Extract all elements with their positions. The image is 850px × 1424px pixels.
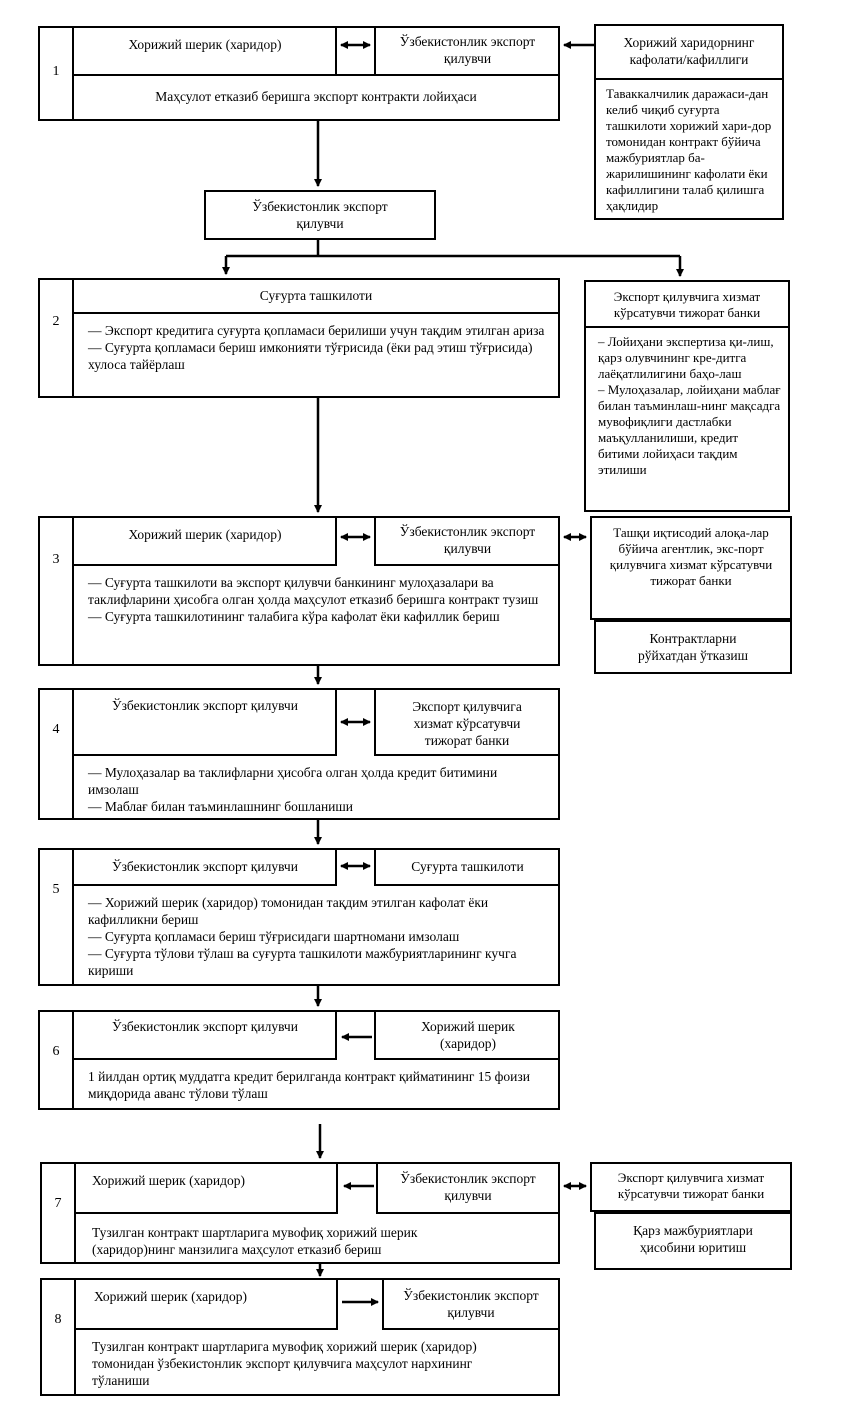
step-1-left-party: Хорижий шерик (харидор)	[128, 37, 282, 52]
step-6-body: 1 йилдан ортиқ муддатга кредит берилганд…	[88, 1069, 530, 1101]
step-5-right-party: Суғурта ташкилоти	[411, 859, 524, 874]
step-2-number-cell	[38, 278, 74, 398]
step-8-left-party: Хорижий шерик (харидор)	[94, 1289, 247, 1304]
step-2-title-cell	[72, 278, 560, 314]
step-1-number: 1	[52, 64, 60, 79]
step-1-body-cell	[72, 74, 560, 121]
bank7-title: Экспорт қилувчига хизмат кўрсатувчи тижо…	[617, 1170, 765, 1201]
step-5-right-cell	[374, 848, 560, 886]
bank2-body: – Лойиҳани экспертиза қи-лиш, қарз олувч…	[598, 334, 781, 477]
agency3-body: Контрактларни рўйхатдан ўтказиш	[637, 631, 749, 663]
step-1-right-cell	[374, 26, 560, 76]
agency3-title-box	[590, 516, 792, 620]
step-5-number-cell	[38, 848, 74, 986]
step-7-number-cell	[40, 1162, 76, 1264]
step-2-title: Суғурта ташкилоти	[259, 288, 373, 303]
step-6-right-party: Хорижий шерик (харидор)	[421, 1019, 515, 1051]
step-4-number: 4	[52, 722, 60, 737]
step-7-body: Тузилган контракт шартларига мувофиқ хор…	[92, 1225, 418, 1257]
step-8-right-party: Ўзбекистонлик экспорт қилувчи	[403, 1288, 539, 1320]
bank2-title: Экспорт қилувчига хизмат кўрсатувчи тижо…	[613, 289, 761, 320]
step-5-left-party: Ўзбекистонлик экспорт қилувчи	[112, 859, 298, 874]
step-4-right-party: Экспорт қилувчига хизмат кўрсатувчи тижо…	[412, 699, 522, 748]
step-3-right-party: Ўзбекистонлик экспорт қилувчи	[399, 524, 536, 556]
step-4-right-cell	[374, 688, 560, 756]
step-1-body: Маҳсулот етказиб беришга экспорт контрак…	[155, 89, 477, 104]
step-6-number: 6	[52, 1044, 60, 1059]
agency3-body-box	[594, 620, 792, 674]
bank7-title-box	[590, 1162, 792, 1212]
step-7-right-party: Ўзбекистонлик экспорт қилувчи	[400, 1171, 536, 1203]
step-1-number-cell	[38, 26, 74, 121]
bank7-body-box	[594, 1212, 792, 1270]
step-6-left-party: Ўзбекистонлик экспорт қилувчи	[112, 1019, 298, 1034]
step-3-number-cell	[38, 516, 74, 666]
step-5-left-cell	[72, 848, 337, 886]
agency3-title: Ташқи иқтисодий алоқа-лар бўйича агентли…	[609, 525, 773, 588]
step-6-right-cell	[374, 1010, 560, 1060]
guarantee-title: Хорижий харидорнинг кафолати/кафиллиги	[623, 35, 755, 67]
step-3-left-cell	[72, 516, 337, 566]
step-8-left-cell	[74, 1278, 338, 1330]
step-3-right-cell	[374, 516, 560, 566]
step-8-body: Тузилган контракт шартларига мувофиқ хор…	[92, 1339, 477, 1388]
step-6-number-cell	[38, 1010, 74, 1110]
guarantee-body: Таваккалчилик даражаси-дан келиб чиқиб с…	[606, 86, 772, 213]
step-4-left-party: Ўзбекистонлик экспорт қилувчи	[112, 698, 298, 713]
step-6-left-cell	[72, 1010, 337, 1060]
step-2-body: — Экспорт кредитига суғурта қопламаси бе…	[88, 323, 545, 372]
step-1-right-party: Ўзбекистонлик экспорт қилувчи	[399, 34, 536, 66]
bank2-body-box	[584, 326, 790, 512]
step-8-number-cell	[40, 1278, 76, 1396]
step-3-left-party: Хорижий шерик (харидор)	[128, 527, 282, 542]
step-8-number: 8	[54, 1312, 62, 1327]
step-7-left-party: Хорижий шерик (харидор)	[92, 1173, 245, 1188]
step-4-left-cell	[72, 688, 337, 756]
guarantee-body-box	[594, 78, 784, 220]
step-7-right-cell	[376, 1162, 560, 1214]
step-3-number: 3	[52, 552, 60, 567]
step-4-body: — Мулоҳазалар ва таклифларни ҳисобга олг…	[88, 765, 498, 814]
bank7-body: Қарз мажбуриятлари ҳисобини юритиш	[633, 1223, 753, 1255]
step-7-number: 7	[54, 1196, 62, 1211]
step-3-body: — Суғурта ташкилоти ва экспорт қилувчи б…	[88, 575, 539, 624]
exporter-box-label: Ўзбекистонлик экспорт қилувчи	[252, 199, 388, 231]
step-8-right-cell	[382, 1278, 560, 1330]
step-2-number: 2	[52, 314, 60, 329]
step-7-left-cell	[74, 1162, 338, 1214]
step-5-number: 5	[52, 882, 60, 897]
step-5-body: — Хорижий шерик (харидор) томонидан тақд…	[88, 895, 517, 978]
exporter-box	[204, 190, 436, 240]
